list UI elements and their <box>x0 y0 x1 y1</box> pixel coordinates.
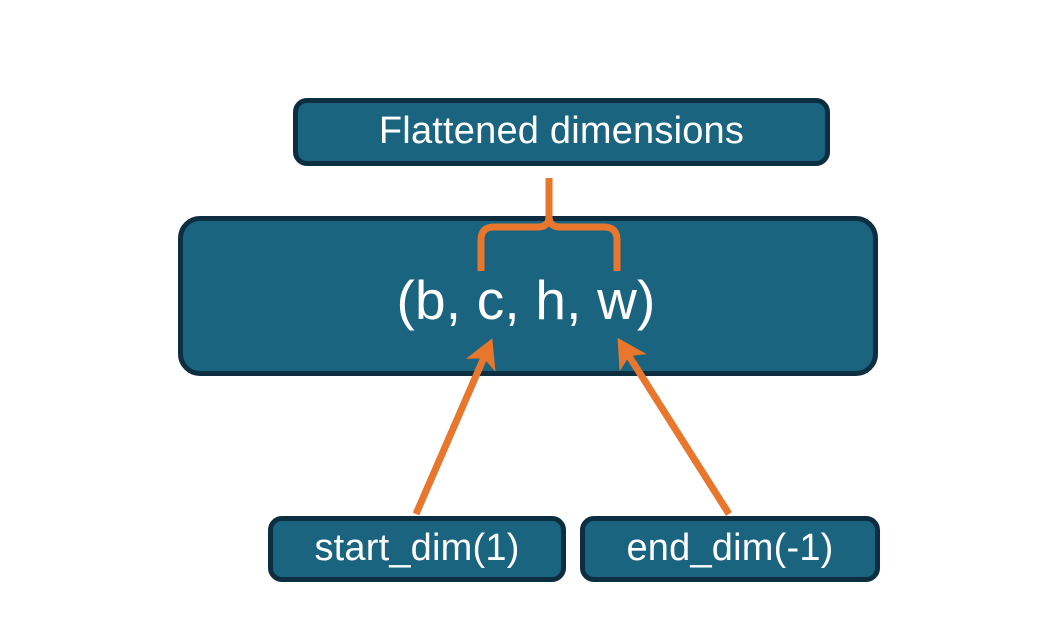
tensor-shape-node[interactable]: (b, c, h, w) <box>178 216 878 376</box>
end-dim-node[interactable]: end_dim(-1) <box>580 516 880 582</box>
start-dim-node[interactable]: start_dim(1) <box>268 516 566 582</box>
flattened-dimensions-label: Flattened dimensions <box>378 110 745 153</box>
flattened-dimensions-node[interactable]: Flattened dimensions <box>293 98 830 166</box>
tensor-shape-label: (b, c, h, w) <box>396 268 656 331</box>
start-dim-label: start_dim(1) <box>314 527 520 570</box>
end-dim-label: end_dim(-1) <box>626 527 834 570</box>
